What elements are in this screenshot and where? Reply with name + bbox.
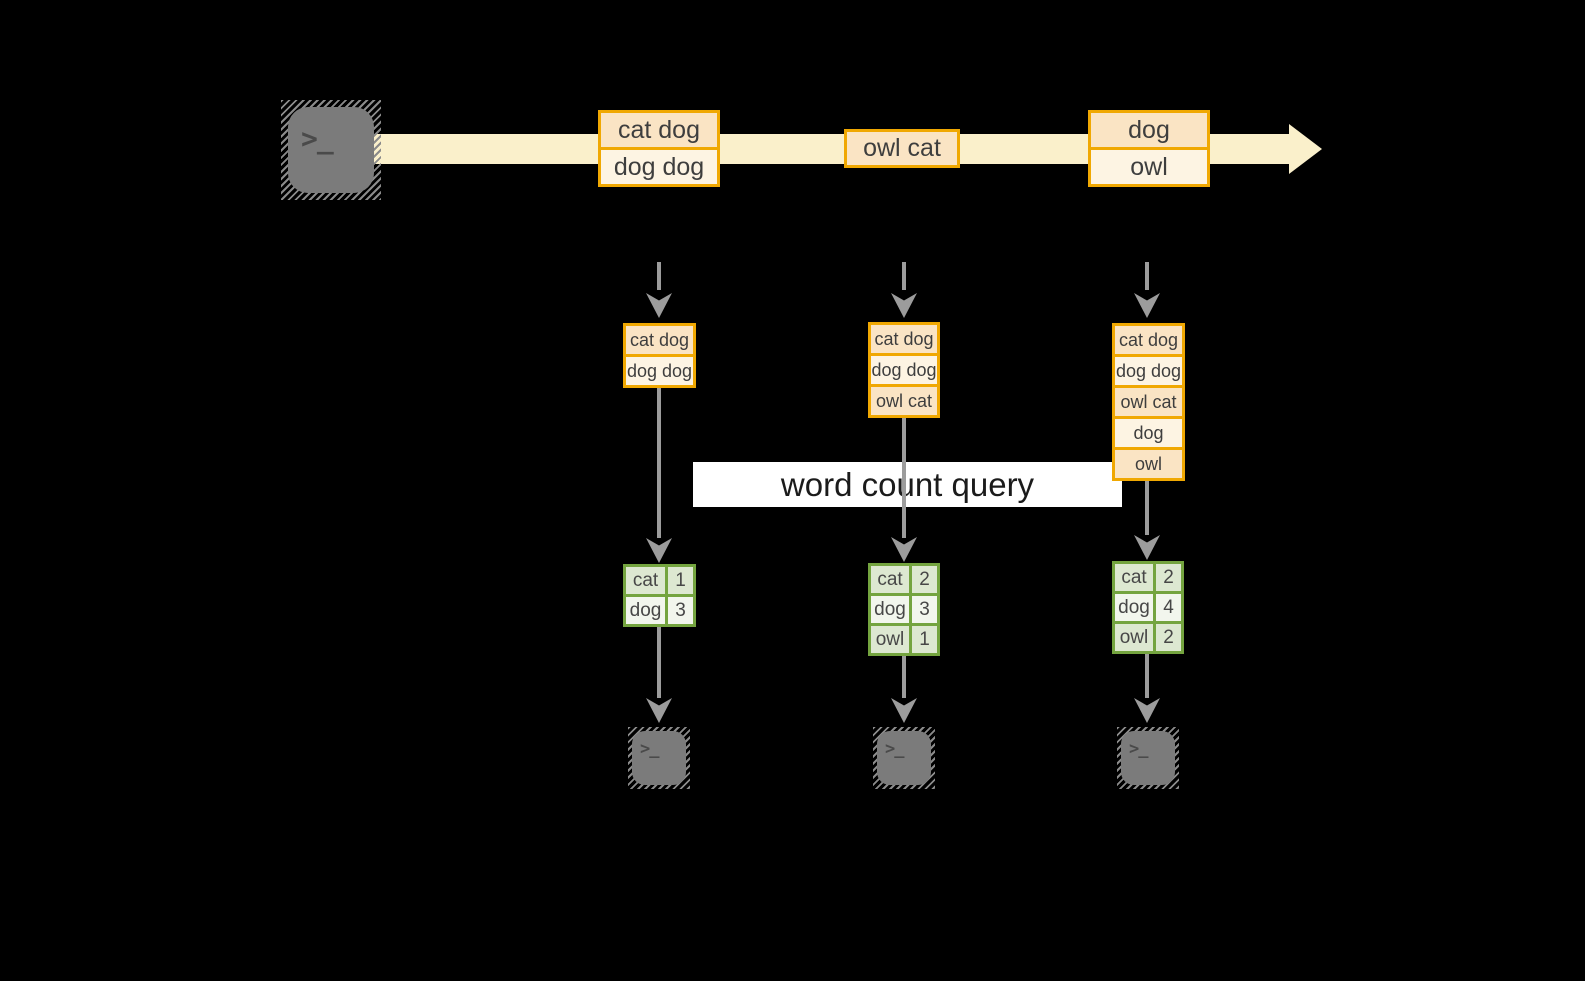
result-word: cat — [1115, 564, 1153, 591]
input-table-1: cat dog dog dog — [623, 323, 696, 388]
query-label: word count query — [693, 462, 1122, 507]
terminal-body — [288, 107, 374, 193]
result-table-3: cat 2 dog 4 owl 2 — [1112, 561, 1184, 654]
input-row: owl — [1115, 450, 1182, 478]
input-table-2: cat dog dog dog owl cat — [868, 322, 940, 418]
microbatch-arrowhead-1 — [646, 293, 672, 318]
result-word: owl — [1115, 624, 1153, 651]
query-connector-line-1 — [657, 388, 661, 538]
query-connector-arrowhead-1 — [646, 538, 672, 563]
terminal-prompt-glyph: >_ — [301, 122, 334, 155]
microbatch-arrow-dash-3 — [1145, 262, 1149, 290]
result-count: 2 — [1156, 624, 1181, 651]
batch-row: cat dog — [601, 113, 717, 147]
stream-batch-2: owl cat — [844, 129, 960, 168]
batch-row: owl cat — [847, 132, 957, 165]
terminal-body — [632, 731, 686, 785]
output-connector-line-2 — [902, 656, 906, 698]
batch-row: dog dog — [601, 150, 717, 184]
input-row: dog — [1115, 419, 1182, 447]
result-word: cat — [871, 566, 909, 593]
output-connector-arrowhead-2 — [891, 698, 917, 723]
microbatch-arrowhead-2 — [891, 293, 917, 318]
source-terminal-icon: >_ — [281, 100, 381, 200]
output-connector-line-3 — [1145, 654, 1149, 698]
query-connector-line-3 — [1145, 481, 1149, 535]
result-word: owl — [871, 626, 909, 653]
batch-row: owl — [1091, 150, 1207, 184]
batch-row: dog — [1091, 113, 1207, 147]
terminal-prompt-glyph: >_ — [885, 739, 905, 759]
result-word: dog — [626, 597, 665, 624]
result-count: 4 — [1156, 594, 1181, 621]
sink-terminal-icon-2: >_ — [873, 727, 935, 789]
result-count: 3 — [912, 596, 937, 623]
query-connector-arrowhead-2 — [891, 537, 917, 562]
terminal-body — [1121, 731, 1175, 785]
result-table-1: cat 1 dog 3 — [623, 564, 696, 627]
terminal-body — [877, 731, 931, 785]
result-count: 1 — [912, 626, 937, 653]
result-word: dog — [871, 596, 909, 623]
terminal-prompt-glyph: >_ — [1129, 739, 1149, 759]
microbatch-arrowhead-3 — [1134, 293, 1160, 318]
result-count: 3 — [668, 597, 693, 624]
input-row: cat dog — [626, 326, 693, 354]
result-table-2: cat 2 dog 3 owl 1 — [868, 563, 940, 656]
input-row: owl cat — [1115, 388, 1182, 416]
output-connector-arrowhead-1 — [646, 698, 672, 723]
sink-terminal-icon-1: >_ — [628, 727, 690, 789]
result-count: 2 — [1156, 564, 1181, 591]
output-connector-line-1 — [657, 627, 661, 698]
output-connector-arrowhead-3 — [1134, 698, 1160, 723]
query-connector-line-2 — [902, 418, 906, 538]
stream-batch-1: cat dog dog dog — [598, 110, 720, 187]
microbatch-arrow-dash-1 — [657, 262, 661, 290]
input-row: cat dog — [1115, 326, 1182, 354]
terminal-prompt-glyph: >_ — [640, 739, 660, 759]
input-row: dog dog — [1115, 357, 1182, 385]
result-count: 2 — [912, 566, 937, 593]
stream-arrowhead-icon — [1289, 124, 1322, 174]
sink-terminal-icon-3: >_ — [1117, 727, 1179, 789]
result-count: 1 — [668, 567, 693, 594]
microbatch-arrow-dash-2 — [902, 262, 906, 290]
input-row: dog dog — [626, 357, 693, 385]
result-word: dog — [1115, 594, 1153, 621]
input-row: cat dog — [871, 325, 937, 353]
input-row: dog dog — [871, 356, 937, 384]
query-connector-arrowhead-3 — [1134, 535, 1160, 560]
stream-batch-3: dog owl — [1088, 110, 1210, 187]
input-table-3: cat dog dog dog owl cat dog owl — [1112, 323, 1185, 481]
result-word: cat — [626, 567, 665, 594]
input-row: owl cat — [871, 387, 937, 415]
